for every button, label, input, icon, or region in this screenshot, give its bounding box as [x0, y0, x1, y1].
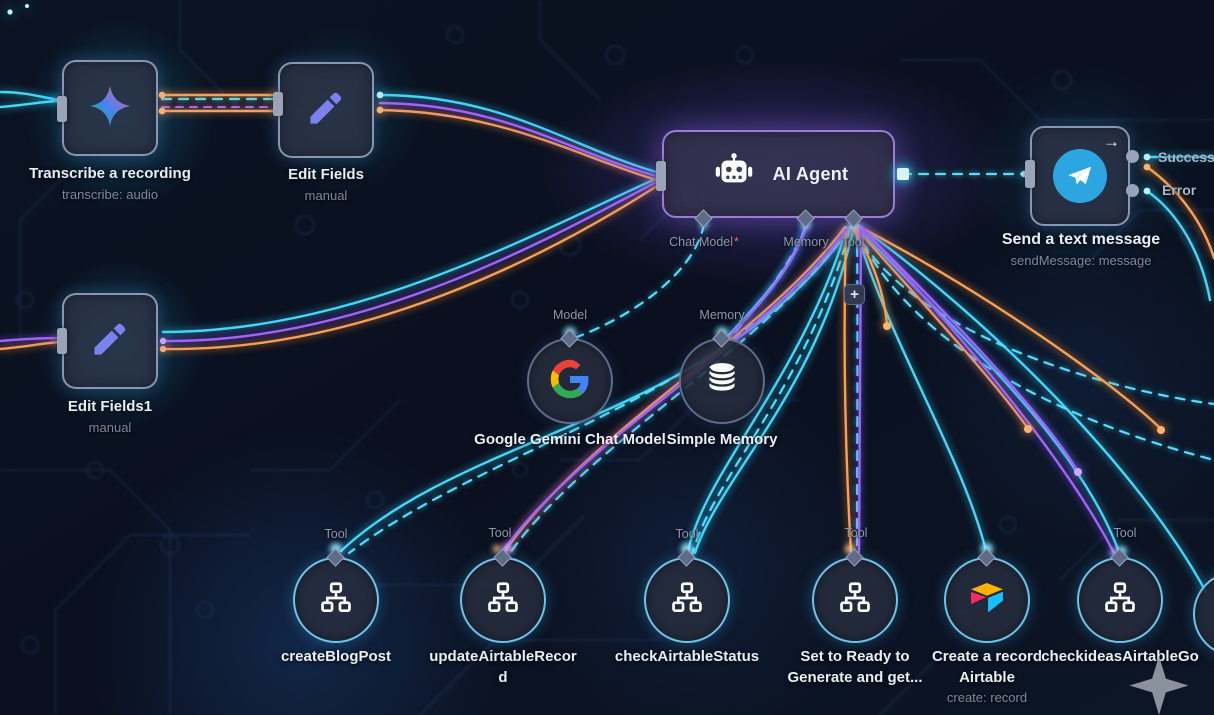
- node-title: Transcribe a recording: [29, 165, 191, 182]
- label-set-to-ready: Set to Ready to Generate and get...: [775, 647, 935, 688]
- node-checkAirtableStatus[interactable]: [644, 557, 730, 643]
- database-icon: [702, 359, 742, 404]
- add-tool-button[interactable]: +: [844, 284, 865, 305]
- telegram-icon: [1053, 149, 1107, 203]
- node-set-to-ready[interactable]: [812, 557, 898, 643]
- node-subtitle: manual: [304, 187, 348, 203]
- input-connector[interactable]: [656, 161, 666, 191]
- google-g-icon: [549, 358, 591, 405]
- node-transcribe-a-recording[interactable]: [57, 60, 158, 156]
- port-label-model: Model: [552, 308, 588, 322]
- label-checkAirtableStatus: checkAirtableStatus: [602, 647, 772, 668]
- node-google-gemini-chat-model[interactable]: [527, 338, 613, 424]
- output-label-error: Error: [1162, 182, 1197, 198]
- sitemap-icon: [317, 579, 355, 622]
- label-edit-fields1: Edit Fields1 manual: [30, 397, 190, 435]
- node-ai-agent[interactable]: AI Agent: [656, 130, 895, 218]
- label-create-record: Create a record Airtable create: record: [924, 647, 1050, 705]
- node-title: Edit Fields1: [67, 398, 153, 415]
- sitemap-icon: [836, 579, 874, 622]
- port-label-tool: Tool: [841, 235, 865, 249]
- label-transcribe: Transcribe a recording transcribe: audio: [10, 164, 210, 202]
- tool-port-label: Tool: [324, 527, 348, 541]
- node-subtitle: sendMessage: message: [1010, 253, 1152, 269]
- node-title: Google Gemini Chat Model: [474, 431, 666, 448]
- output-label-success: Success: [1158, 149, 1214, 165]
- node-subtitle: manual: [88, 419, 132, 435]
- node-send-text-message[interactable]: →: [1025, 126, 1130, 226]
- input-connector[interactable]: [1025, 160, 1035, 188]
- node-title: checkAirtableStatus: [614, 648, 760, 665]
- node-createBlogPost[interactable]: [293, 557, 379, 643]
- port-label-chat-model: Chat Model*: [669, 235, 739, 249]
- required-asterisk: *: [734, 235, 739, 249]
- label-send-message: Send a text message sendMessage: message: [966, 229, 1196, 268]
- open-node-arrow-icon[interactable]: →: [1103, 132, 1120, 151]
- success-output-connector[interactable]: [1126, 150, 1139, 163]
- tool-port-label: Tool: [675, 527, 699, 541]
- tool-port-label: Tool: [488, 526, 512, 540]
- pencil-icon: [304, 86, 348, 135]
- sparkle-decoration-icon: [1128, 656, 1190, 715]
- node-title: Send a text message: [1001, 231, 1161, 248]
- label-createBlogPost: createBlogPost: [251, 647, 421, 668]
- sitemap-icon: [1101, 579, 1139, 622]
- node-edit-fields1[interactable]: [57, 293, 158, 389]
- node-title: Create a record Airtable: [931, 648, 1043, 686]
- robot-icon: [709, 147, 759, 202]
- node-title: AI Agent: [772, 163, 849, 184]
- node-title: updateAirtableRecord: [429, 648, 577, 686]
- tool-port-label: Tool: [1113, 526, 1137, 540]
- node-partial-right-edge[interactable]: [1193, 571, 1214, 657]
- node-checkideasAirtable[interactable]: [1077, 557, 1163, 643]
- gemini-sparkle-icon: [87, 83, 133, 134]
- node-updateAirtableRecord[interactable]: [460, 557, 546, 643]
- node-title: Simple Memory: [666, 431, 778, 448]
- sitemap-icon: [484, 579, 522, 622]
- label-updateAirtableRecord: updateAirtableRecord: [428, 647, 578, 688]
- node-edit-fields[interactable]: [273, 62, 374, 158]
- node-subtitle: create: record: [946, 690, 1028, 706]
- tool-port-label: Tool: [844, 526, 868, 540]
- label-edit-fields: Edit Fields manual: [246, 165, 406, 203]
- airtable-icon: [966, 577, 1008, 624]
- error-output-connector[interactable]: [1126, 184, 1139, 197]
- pencil-icon: [88, 317, 132, 366]
- node-title: createBlogPost: [280, 648, 392, 665]
- label-gemini-model: Google Gemini Chat Model: [472, 430, 668, 451]
- input-connector[interactable]: [273, 92, 283, 116]
- port-label-memory-sub: Memory: [699, 308, 745, 322]
- agent-output-connector[interactable]: [897, 168, 909, 180]
- label-simple-memory: Simple Memory: [632, 430, 812, 451]
- node-subtitle: transcribe: audio: [61, 186, 159, 202]
- node-title: Edit Fields: [288, 166, 364, 183]
- node-create-a-record-airtable[interactable]: [944, 557, 1030, 643]
- input-connector[interactable]: [57, 328, 67, 354]
- node-simple-memory[interactable]: [679, 338, 765, 424]
- port-label-memory: Memory: [783, 235, 829, 249]
- node-title: Set to Ready to Generate and get...: [787, 648, 923, 686]
- sitemap-icon: [668, 579, 706, 622]
- input-connector[interactable]: [57, 96, 67, 122]
